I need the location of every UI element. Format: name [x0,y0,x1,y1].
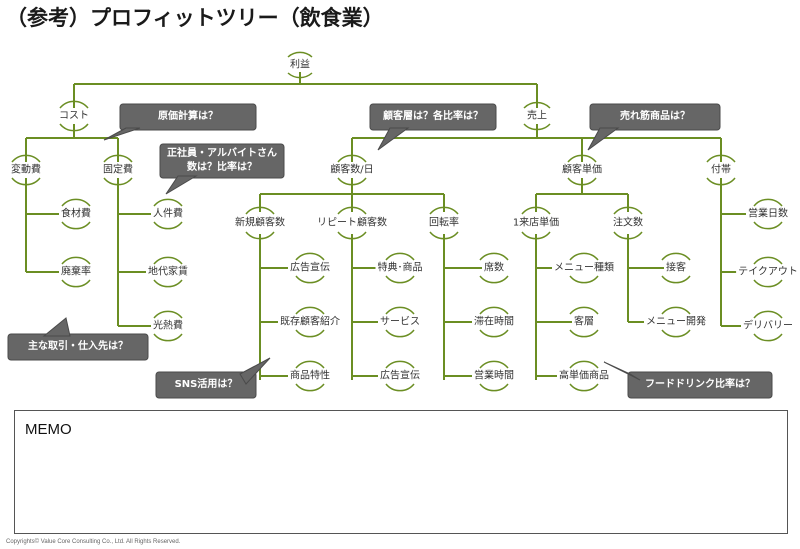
memo-box[interactable]: MEMO [14,410,788,534]
callout-suppliers-bubble [7,317,149,361]
callout-suppliers: 主な取引・仕入先は？ [28,341,128,352]
node-labor-cost: 人件費 [151,207,185,221]
node-product-features: 商品特性 [288,369,332,383]
node-business-days: 営業日数 [746,207,790,221]
node-avg-spend: 顧客単価 [560,163,604,177]
node-new-customers: 新規顧客数 [233,216,287,230]
node-variable-cost: 変動費 [9,163,43,177]
callout-segments-bubble [369,103,497,151]
node-cost: コスト [57,109,91,123]
copyright-notice: Copyrights© Value Core Consulting Co., L… [6,539,181,545]
callout-staff-ratio-bubble [159,143,285,195]
callout-cost-calc: 原価計算は？ [158,111,218,122]
node-premium-items: 高単価商品 [557,369,611,383]
node-profit: 利益 [288,58,312,72]
node-menu-types: メニュー種類 [552,261,616,275]
node-extras: 付帯 [709,163,733,177]
node-seats: 席数 [482,261,506,275]
callout-bestsellers-bubble [587,103,721,151]
page-title: （参考）プロフィットツリー（飲食業） [6,6,384,30]
node-food-cost: 食材費 [59,207,93,221]
node-rent: 地代家賃 [146,265,190,279]
node-spend-per-visit: 1来店単価 [510,216,562,230]
memo-label: MEMO [25,421,72,438]
node-orders: 注文数 [611,216,645,230]
callout-staff-ratio-line1: 正社員・アルバイトさん [167,148,277,159]
callout-food-drink-bubble [603,361,773,399]
node-advertising-2: 広告宣伝 [378,369,422,383]
node-turnover: 回転率 [427,216,461,230]
callout-segments: 顧客層は？各比率は？ [383,111,483,122]
callout-cost-calc-bubble [103,103,257,141]
node-stay-time: 滞在時間 [472,315,516,329]
node-delivery: デリバリー [741,319,795,333]
node-referral: 既存顧客紹介 [278,315,342,329]
node-customers-per-day: 顧客数/日 [328,163,376,177]
node-sales: 売上 [525,109,549,123]
node-perks: 特典･商品 [375,261,425,275]
node-clientele: 客層 [572,315,596,329]
callout-food-drink: フードドリンク比率は？ [645,379,755,390]
callout-staff-ratio-line2: 数は？比率は？ [187,162,257,173]
node-service: サービス [378,315,422,329]
callout-sns: SNS活用は？ [174,379,238,390]
node-fixed-cost: 固定費 [101,163,135,177]
node-repeat-customers: リピート顧客数 [315,216,389,230]
node-utilities: 光熱費 [151,319,185,333]
node-advertising: 広告宣伝 [288,261,332,275]
node-waste-rate: 廃棄率 [59,265,93,279]
node-business-hours: 営業時間 [472,369,516,383]
node-hospitality: 接客 [664,261,688,275]
node-menu-dev: メニュー開発 [644,315,708,329]
node-takeout: テイクアウト [736,265,800,279]
callout-bestsellers: 売れ筋商品は？ [620,111,690,122]
callout-sns-bubble [155,357,271,399]
